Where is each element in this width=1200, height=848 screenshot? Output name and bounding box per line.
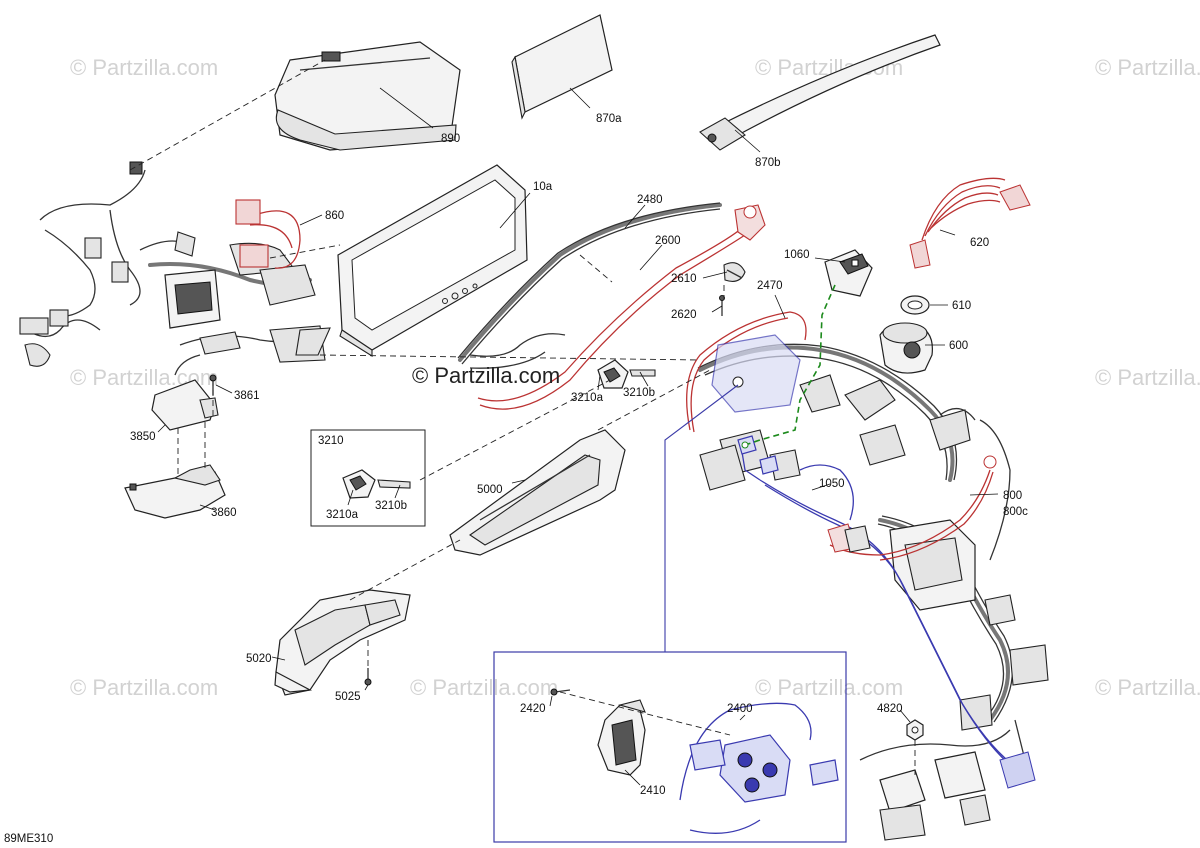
- part-600-ignition[interactable]: [879, 322, 933, 374]
- part-3210-connector[interactable]: [597, 359, 656, 389]
- inset-2400: [493, 651, 847, 843]
- watermark: © Partzilla.com: [70, 55, 218, 80]
- label-3210b[interactable]: 3210b: [623, 387, 655, 399]
- watermark: © Partzilla.com: [410, 675, 558, 700]
- watermark: © Partzilla.com: [1095, 55, 1200, 80]
- part-800-cable[interactable]: [827, 455, 997, 561]
- label-800[interactable]: 800: [1003, 490, 1022, 502]
- part-870b-strap[interactable]: [699, 34, 941, 151]
- label-4820[interactable]: 4820: [877, 703, 903, 715]
- label-3210a[interactable]: 3210a: [571, 392, 604, 404]
- part-2610-clip[interactable]: [723, 262, 746, 282]
- part-890-case[interactable]: [274, 41, 461, 151]
- part-2400-switch-module[interactable]: [679, 702, 839, 834]
- inset-3210: 3210: [310, 429, 426, 527]
- label-3850[interactable]: 3850: [130, 431, 156, 443]
- part-labels: 890 870a 870b 10a 860 2480 2600 2610 262…: [130, 113, 1028, 797]
- label-2600[interactable]: 2600: [655, 235, 681, 247]
- main-wiring-harness: [697, 343, 1049, 841]
- label-870a[interactable]: 870a: [596, 113, 622, 125]
- leader-1060: [744, 284, 836, 446]
- part-2470-harness[interactable]: [686, 311, 807, 433]
- leader-lines: [157, 87, 999, 786]
- label-2610[interactable]: 2610: [671, 273, 697, 285]
- part-2410-bracket[interactable]: [597, 699, 646, 776]
- label-600[interactable]: 600: [949, 340, 968, 352]
- leader-1060-end: [741, 441, 749, 449]
- switch-module-on-harness: [711, 334, 801, 481]
- watermark: © Partzilla.com: [70, 675, 218, 700]
- label-860[interactable]: 860: [325, 210, 344, 222]
- label-5000[interactable]: 5000: [477, 484, 503, 496]
- watermark: © Partzilla.com: [1095, 365, 1200, 390]
- part-2420-screw[interactable]: [550, 688, 571, 696]
- label-2420[interactable]: 2420: [520, 703, 546, 715]
- label-870b[interactable]: 870b: [755, 157, 781, 169]
- part-2600-harness[interactable]: [477, 204, 766, 410]
- watermark: © Partzilla.com: [1095, 675, 1200, 700]
- label-2410[interactable]: 2410: [640, 785, 666, 797]
- label-620[interactable]: 620: [970, 237, 989, 249]
- part-3860-bracket[interactable]: [124, 464, 226, 519]
- label-2620[interactable]: 2620: [671, 309, 697, 321]
- label-2470[interactable]: 2470: [757, 280, 783, 292]
- watermarks: © Partzilla.com © Partzilla.com © Partzi…: [70, 55, 1200, 700]
- part-2620-screw[interactable]: [719, 295, 725, 317]
- part-860-pigtail[interactable]: [235, 199, 301, 269]
- label-610[interactable]: 610: [952, 300, 971, 312]
- label-inset-3210a[interactable]: 3210a: [326, 509, 359, 521]
- part-1060-switch[interactable]: [824, 249, 873, 297]
- label-890[interactable]: 890: [441, 133, 460, 145]
- part-1050-harness[interactable]: [759, 464, 1036, 789]
- part-10a-display[interactable]: [337, 164, 528, 357]
- part-5025-screw[interactable]: [364, 668, 372, 686]
- part-870a-block[interactable]: [511, 14, 613, 120]
- label-3860[interactable]: 3860: [211, 507, 237, 519]
- part-610-ring[interactable]: [900, 295, 930, 315]
- label-5020[interactable]: 5020: [246, 653, 272, 665]
- label-800c[interactable]: 800c: [1003, 506, 1028, 518]
- diagram-code: 89ME310: [4, 833, 53, 845]
- label-3861[interactable]: 3861: [234, 390, 260, 402]
- center-watermark: © Partzilla.com: [412, 363, 560, 388]
- assembly-lines: [129, 59, 916, 775]
- part-5020-cover[interactable]: [274, 589, 411, 696]
- label-2480[interactable]: 2480: [637, 194, 663, 206]
- label-10a[interactable]: 10a: [533, 181, 553, 193]
- label-5025[interactable]: 5025: [335, 691, 361, 703]
- left-wiring-harness: [19, 161, 331, 367]
- label-inset-3210b[interactable]: 3210b: [375, 500, 407, 512]
- watermark: © Partzilla.com: [755, 675, 903, 700]
- part-620-lanyard[interactable]: [909, 177, 1031, 269]
- part-5000-cover[interactable]: [449, 429, 626, 556]
- part-3850-module[interactable]: [151, 354, 219, 431]
- part-4820-nut[interactable]: [906, 719, 924, 741]
- part-2480-harness[interactable]: [457, 202, 722, 369]
- inset-3210-label: 3210: [318, 435, 344, 447]
- label-1060[interactable]: 1060: [784, 249, 810, 261]
- label-2400[interactable]: 2400: [727, 703, 753, 715]
- label-1050[interactable]: 1050: [819, 478, 845, 490]
